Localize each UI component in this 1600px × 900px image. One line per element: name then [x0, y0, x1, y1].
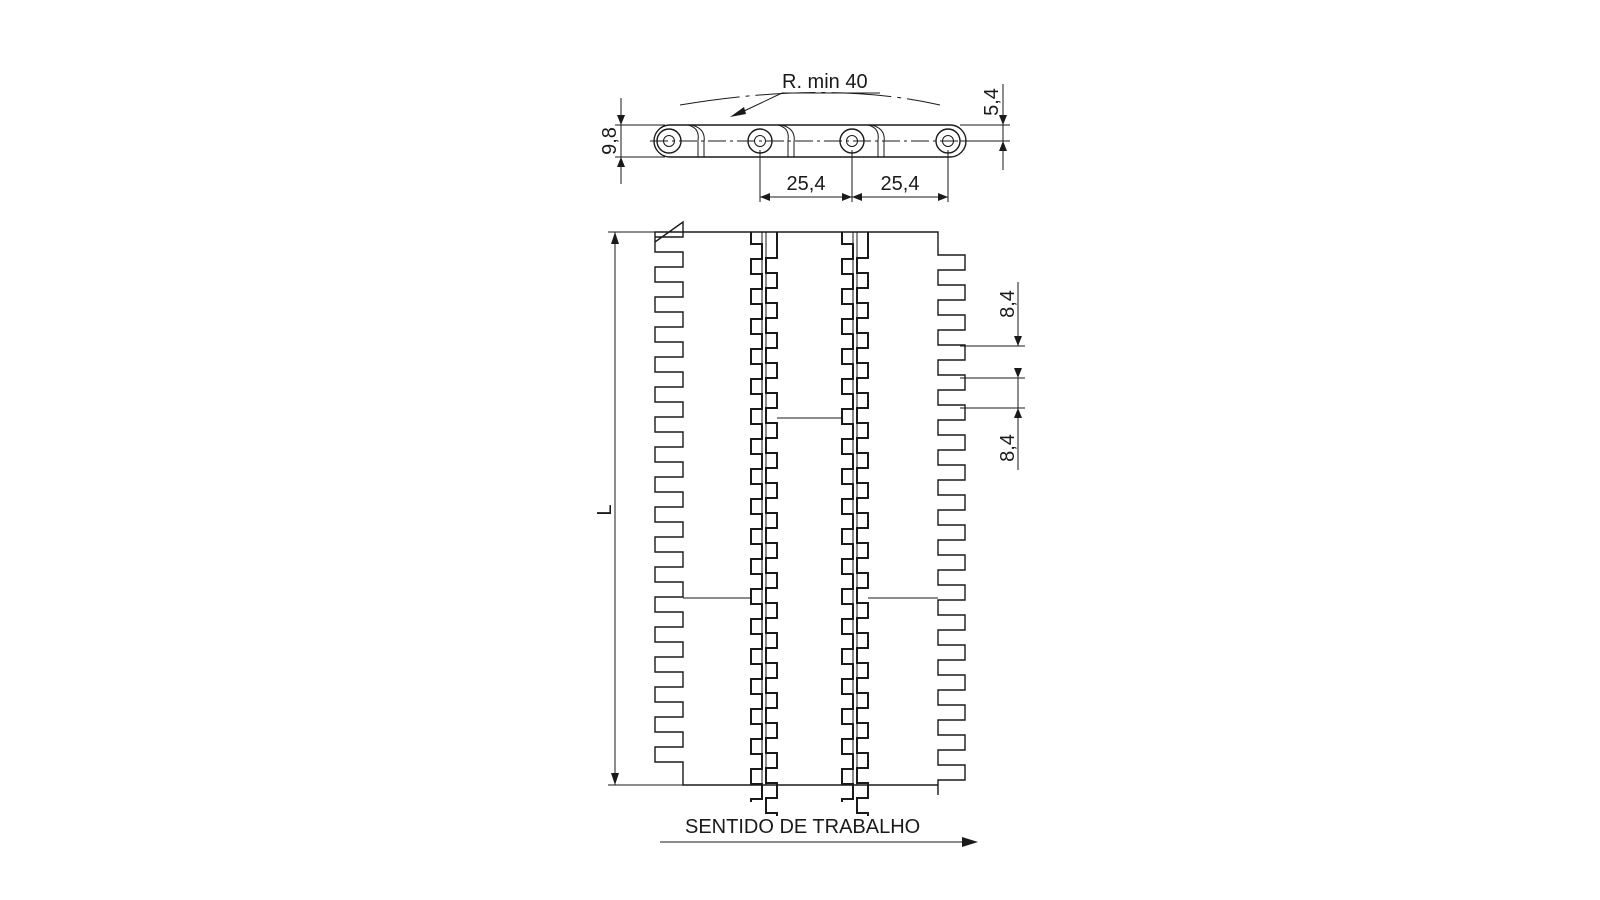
radius-arc	[679, 92, 941, 106]
hinge-column-left-right-teeth	[765, 232, 778, 816]
link-separator-1	[687, 124, 705, 157]
finger-bottom-label: 8,4	[997, 434, 1019, 462]
belt-outline-path	[654, 220, 966, 795]
dimension-height: 9,8	[599, 98, 665, 184]
hinge-column-right-right-teeth	[856, 232, 869, 816]
belt-outline	[654, 220, 966, 795]
dimension-finger: 8,4 8,4	[960, 282, 1025, 470]
chain-profile	[653, 124, 967, 158]
belt-joints	[683, 417, 938, 599]
link-separator-3	[867, 124, 885, 157]
side-view: R. min 40 9,8	[599, 71, 1010, 202]
dimension-pitch: 25,4 25,4	[759, 150, 949, 202]
hinge-column-right-left-teeth	[841, 232, 854, 802]
thickness-label: 5,4	[981, 88, 1003, 116]
link-separator-2	[777, 124, 795, 157]
radius-label: R. min 40	[782, 71, 868, 93]
direction-arrowhead	[962, 837, 978, 847]
hinge-column-left-left-teeth	[750, 232, 763, 802]
length-label: L	[594, 504, 616, 515]
plan-view: L 8,4 8,4	[594, 220, 1025, 816]
belt-hinges	[750, 232, 869, 816]
height-label: 9,8	[599, 127, 621, 155]
radius-arrowhead	[730, 107, 746, 117]
direction-label: SENTIDO DE TRABALHO	[685, 816, 920, 838]
finger-top-label: 8,4	[997, 290, 1019, 318]
direction-indicator: SENTIDO DE TRABALHO	[660, 816, 978, 847]
radius-leader	[741, 92, 783, 113]
pitch-left-label: 25,4	[787, 173, 826, 195]
dimension-length: L	[594, 231, 683, 786]
pitch-right-label: 25,4	[881, 173, 920, 195]
dimension-thickness: 5,4	[960, 84, 1010, 170]
